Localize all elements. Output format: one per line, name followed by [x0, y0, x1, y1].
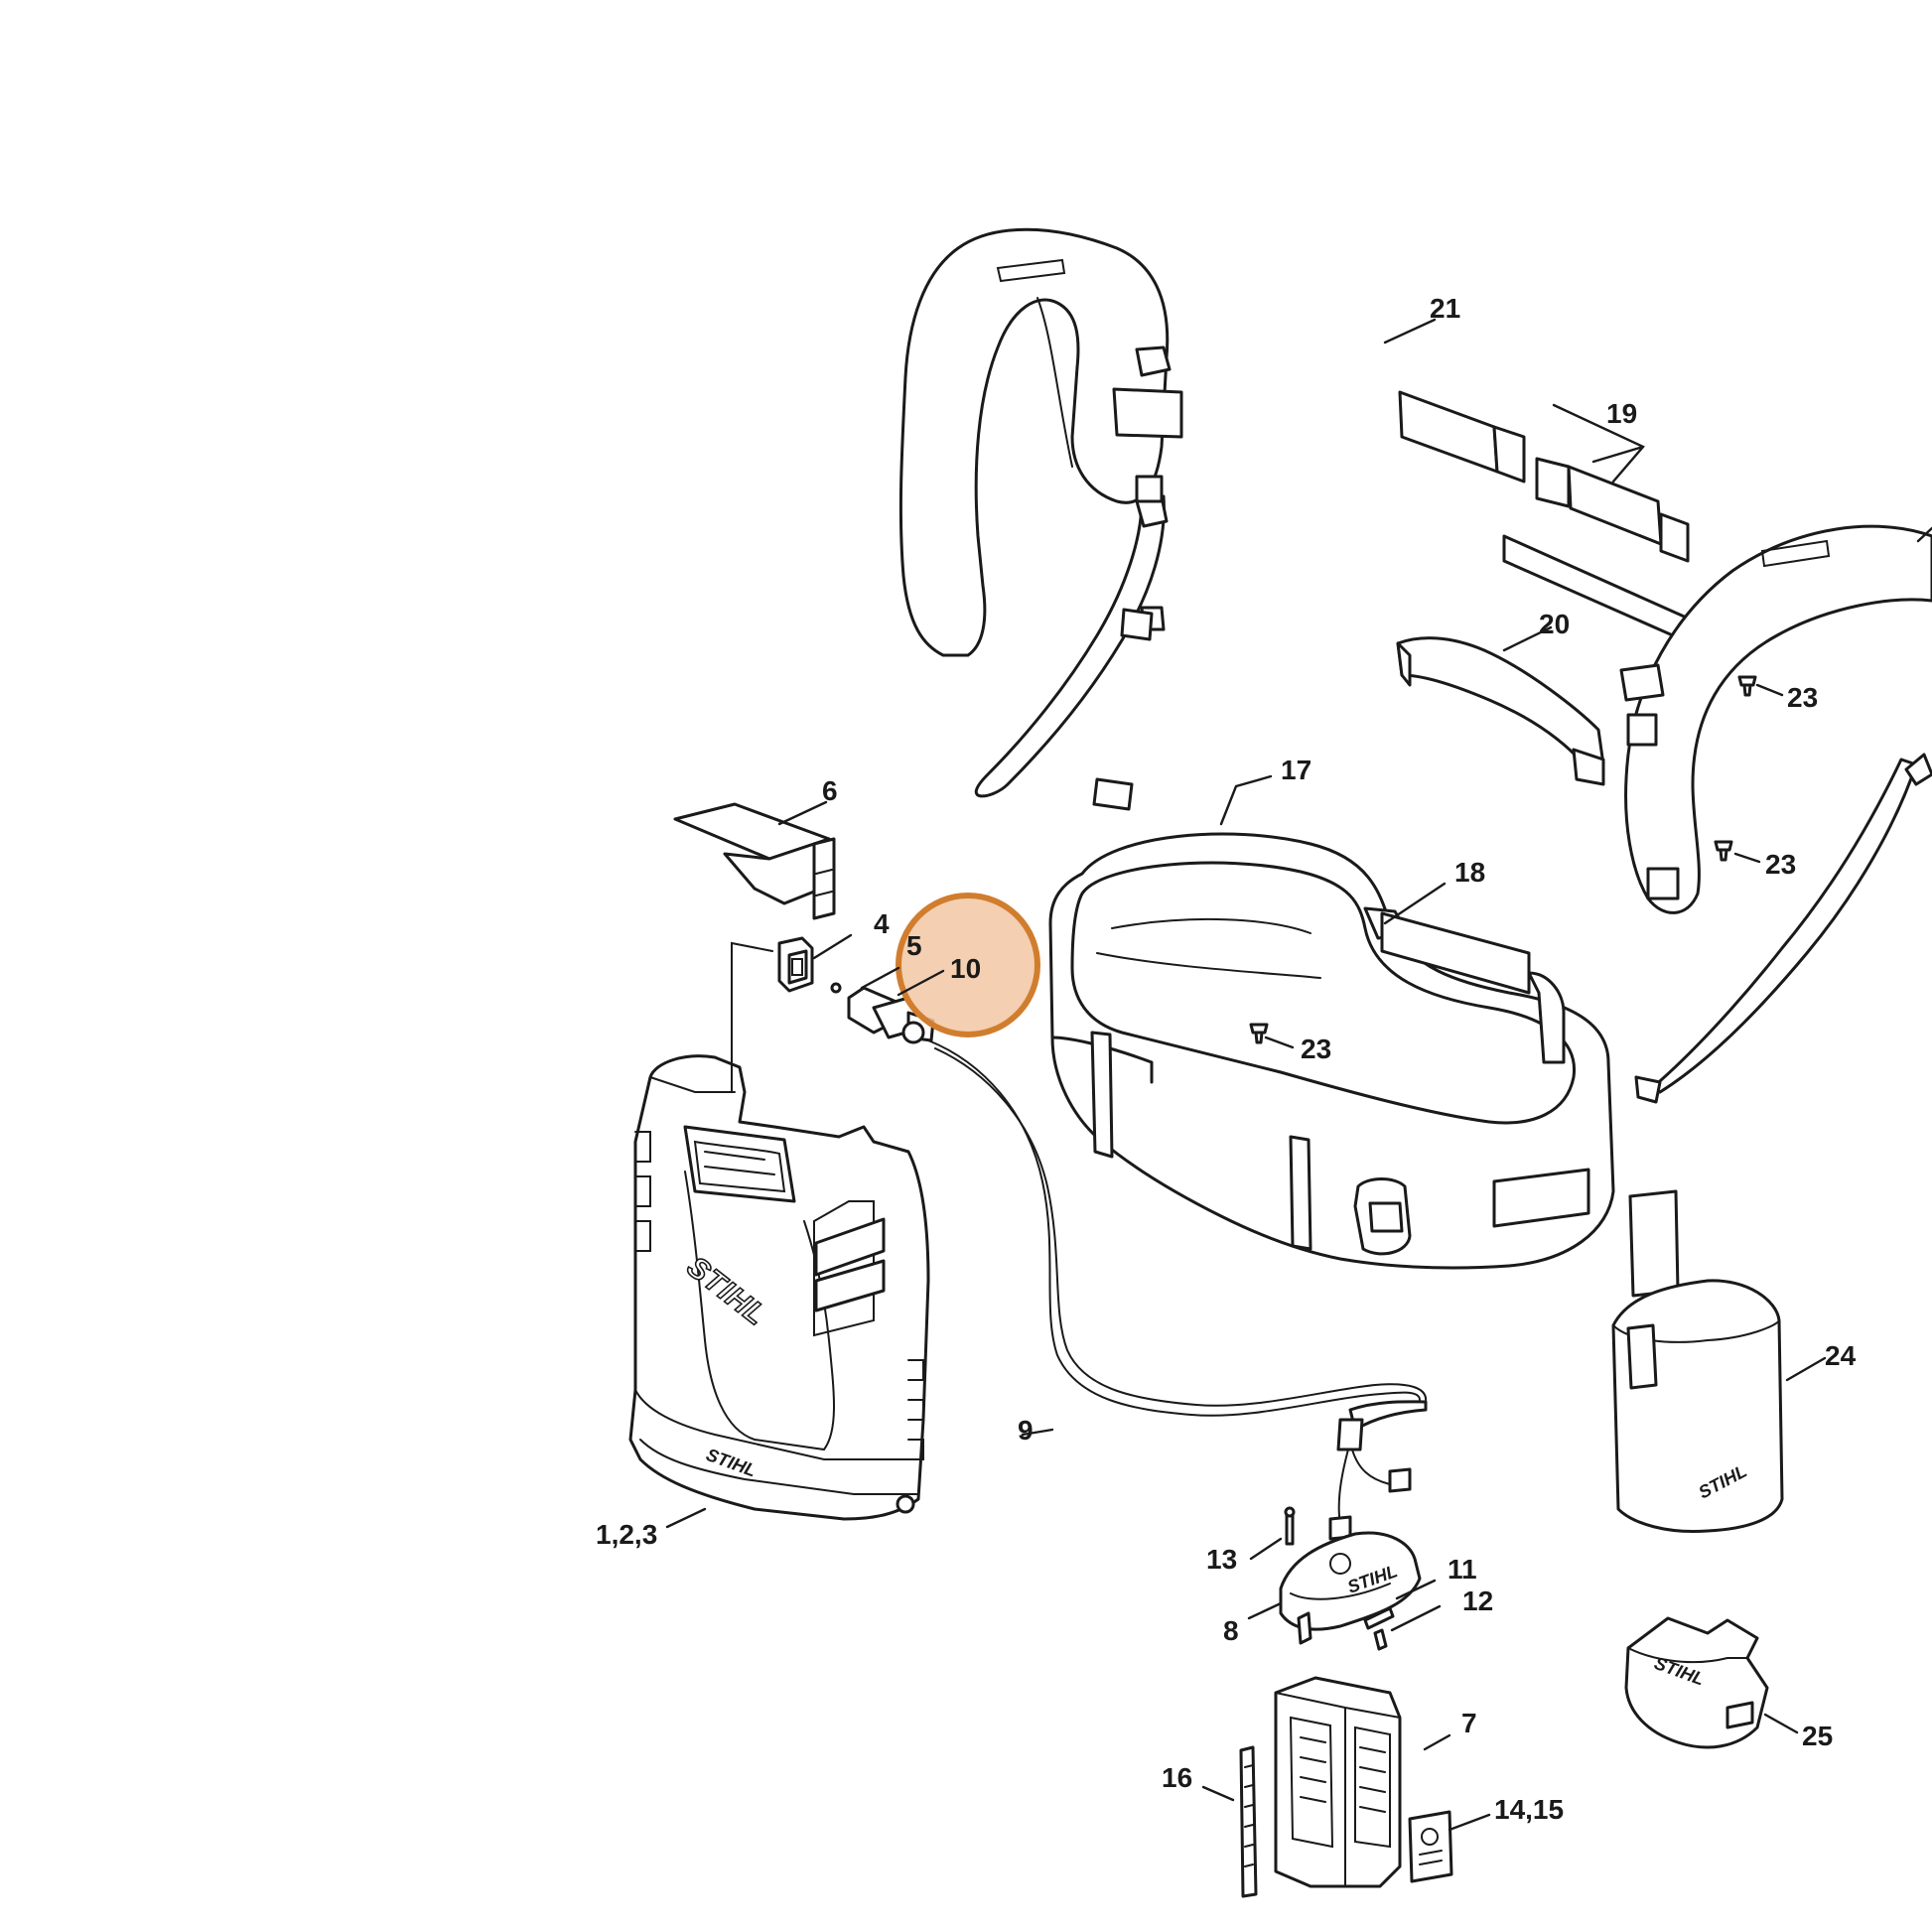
callout-25[interactable]: 25 [1802, 1721, 1833, 1751]
callout-9[interactable]: 9 [1018, 1415, 1034, 1446]
label-14-15[interactable] [1408, 1810, 1453, 1883]
shoulder-strap-right[interactable] [1619, 524, 1932, 1104]
callout-19[interactable]: 19 [1606, 398, 1637, 429]
callout-8[interactable]: 8 [1223, 1615, 1239, 1646]
screw-13[interactable] [1284, 1506, 1296, 1546]
highlight-circle [896, 893, 1040, 1037]
connecting-cable-9[interactable] [927, 1039, 1428, 1541]
callout-20[interactable]: 20 [1539, 609, 1570, 639]
callout-12[interactable]: 12 [1462, 1586, 1493, 1616]
housing-1-2-3[interactable]: STIHL STIHL [628, 941, 930, 1521]
callout-23-a[interactable]: 23 [1787, 682, 1818, 713]
callout-14-15[interactable]: 14,15 [1494, 1794, 1564, 1825]
screw-12[interactable] [1373, 1628, 1388, 1651]
callout-11[interactable]: 11 [1448, 1554, 1477, 1585]
screw-23-a[interactable] [1737, 675, 1757, 697]
callout-5[interactable]: 5 [906, 930, 922, 961]
callout-4[interactable]: 4 [874, 908, 890, 939]
screw-23-b[interactable] [1714, 840, 1733, 862]
shoulder-strap-21[interactable] [898, 227, 1183, 811]
switch-4[interactable] [777, 936, 842, 994]
hip-belt-17[interactable] [1048, 832, 1615, 1270]
callout-7[interactable]: 7 [1461, 1708, 1477, 1738]
callout-23-b[interactable]: 23 [1765, 849, 1796, 880]
callout-17[interactable]: 17 [1281, 755, 1311, 785]
callout-13[interactable]: 13 [1206, 1544, 1237, 1575]
callout-21[interactable]: 21 [1430, 293, 1460, 324]
callout-16[interactable]: 16 [1162, 1762, 1192, 1793]
battery-protection-cap-25[interactable]: STIHL [1624, 1616, 1769, 1749]
callout-24[interactable]: 24 [1825, 1340, 1857, 1371]
chest-strap-20[interactable] [1396, 636, 1605, 786]
callout-6[interactable]: 6 [822, 775, 838, 806]
cover-6[interactable] [673, 802, 836, 920]
battery-cover-8[interactable]: STIHL [1279, 1531, 1422, 1645]
battery-housing-7[interactable] [1274, 1676, 1402, 1888]
callout-labels: 21 19 20 17 18 23 23 23 6 4 5 10 24 9 1,… [596, 293, 1857, 1825]
label-16[interactable] [1239, 1745, 1258, 1898]
part-11[interactable] [1363, 1606, 1395, 1630]
callout-23-c[interactable]: 23 [1301, 1034, 1331, 1064]
battery-pouch-24[interactable]: STIHL [1611, 1189, 1784, 1534]
leader-lines [665, 318, 1932, 1832]
callout-10[interactable]: 10 [950, 953, 981, 984]
callout-1-2-3[interactable]: 1,2,3 [596, 1519, 657, 1550]
callout-18[interactable]: 18 [1454, 857, 1485, 888]
screw-23-c[interactable] [1249, 1023, 1269, 1044]
